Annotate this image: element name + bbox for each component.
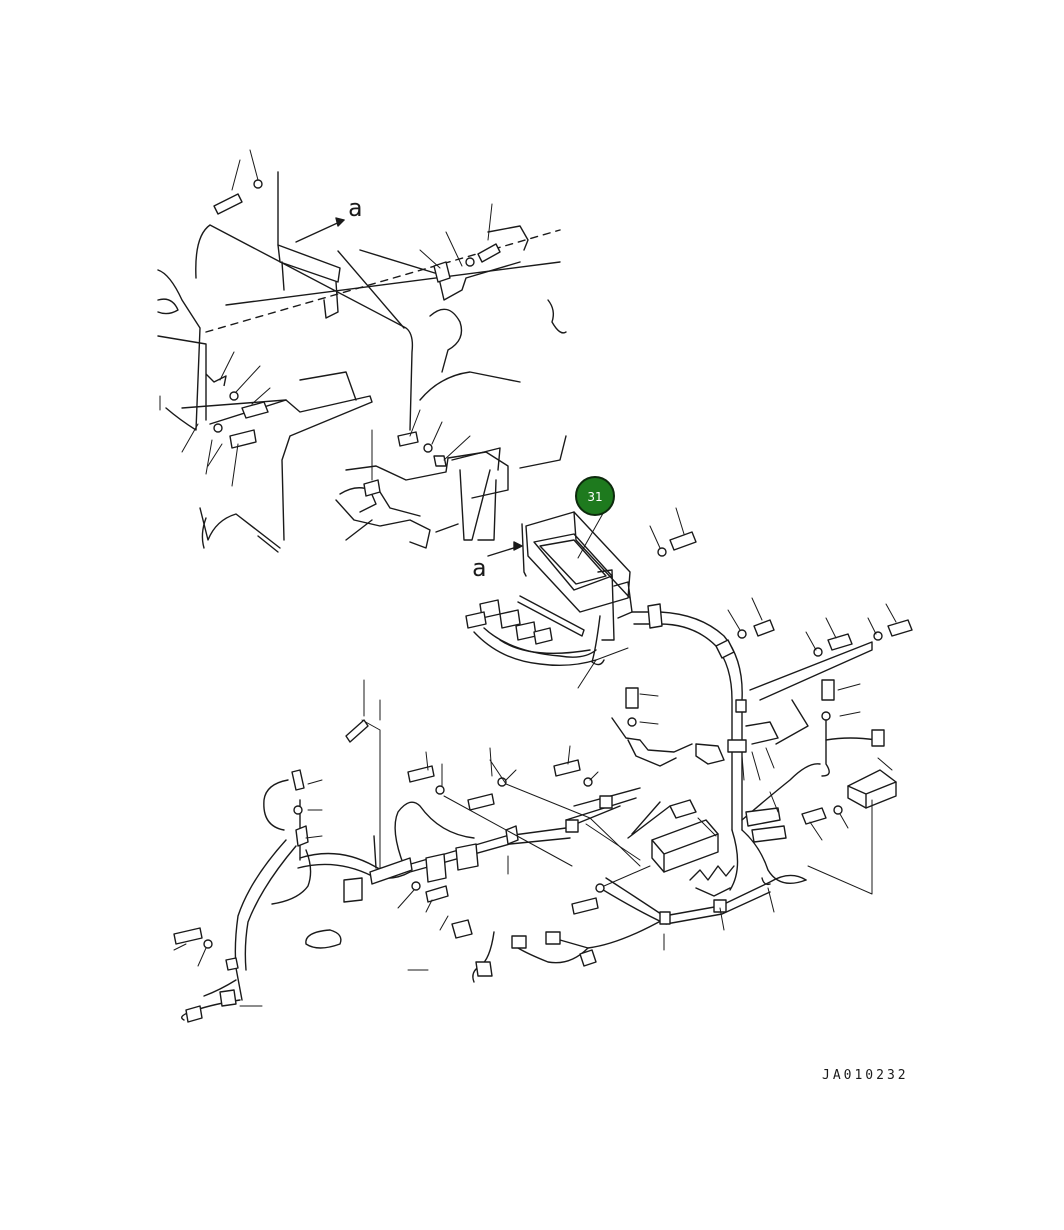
center-bracket xyxy=(611,687,779,781)
upper-fasteners xyxy=(159,149,501,497)
view-arrow-lower-label: a xyxy=(472,554,486,582)
view-arrow-upper: a xyxy=(295,194,362,243)
view-arrow-lower: a xyxy=(472,541,523,582)
lower-harness xyxy=(181,679,821,1023)
drawing-id: JA010232 xyxy=(822,1068,909,1083)
lower-fasteners xyxy=(173,745,775,1007)
callout-31-circle[interactable] xyxy=(575,476,615,516)
callout-31[interactable]: 31 xyxy=(575,476,615,559)
controller-box xyxy=(517,511,633,666)
main-harness-conduit xyxy=(631,603,747,831)
right-fasteners xyxy=(649,507,913,895)
view-arrow-upper-label: a xyxy=(348,194,362,222)
controller-connectors xyxy=(465,599,629,689)
callout-31-number[interactable]: 31 xyxy=(587,490,602,504)
upper-frame-assembly xyxy=(157,171,567,553)
